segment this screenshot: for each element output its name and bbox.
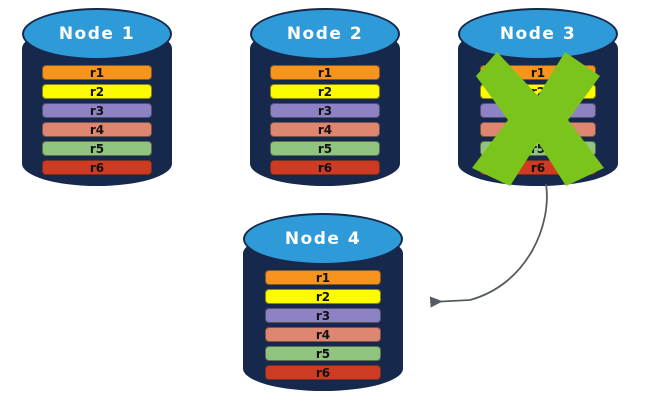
node-2-row-r5[interactable]: r5	[270, 141, 380, 156]
node-2-row-r3[interactable]: r3	[270, 103, 380, 118]
node-1-row-r3[interactable]: r3	[42, 103, 152, 118]
node-2-rows: r1 r2 r3 r4 r5 r6	[250, 65, 400, 175]
node-2-row-r4[interactable]: r4	[270, 122, 380, 137]
node-2[interactable]: Node 2 r1 r2 r3 r4 r5 r6	[250, 8, 400, 186]
node-3-rows: r1 r2 r3 r4 r5 r6	[458, 65, 618, 175]
node-4-row-r5[interactable]: r5	[264, 346, 382, 361]
node-3-row-r3[interactable]: r3	[479, 103, 597, 118]
node-2-cylinder-top	[250, 8, 400, 60]
node-3-row-r2[interactable]: r2	[479, 84, 597, 99]
node-4-row-r4[interactable]: r4	[264, 327, 382, 342]
node-1-row-r4[interactable]: r4	[42, 122, 152, 137]
node-1-row-r5[interactable]: r5	[42, 141, 152, 156]
node-4-row-r6[interactable]: r6	[264, 365, 382, 380]
node-3-row-r5[interactable]: r5	[479, 141, 597, 156]
node-3-row-r6[interactable]: r6	[479, 160, 597, 175]
node-3-row-r4[interactable]: r4	[479, 122, 597, 137]
node-4-row-r1[interactable]: r1	[264, 270, 382, 285]
node-4-rows: r1 r2 r3 r4 r5 r6	[243, 270, 403, 380]
node-1-row-r1[interactable]: r1	[42, 65, 152, 80]
node-4-row-r2[interactable]: r2	[264, 289, 382, 304]
node-1-cylinder-top	[22, 8, 172, 60]
node-3-row-r1[interactable]: r1	[479, 65, 597, 80]
node-1-label: Node 1	[58, 24, 136, 44]
node-4-label: Node 4	[284, 229, 362, 249]
node-1-rows: r1 r2 r3 r4 r5 r6	[22, 65, 172, 175]
node-4[interactable]: Node 4 r1 r2 r3 r4 r5 r6	[243, 213, 403, 391]
node-2-row-r1[interactable]: r1	[270, 65, 380, 80]
node-3-label: Node 3	[499, 24, 577, 44]
node-2-row-r6[interactable]: r6	[270, 160, 380, 175]
node-1[interactable]: Node 1 r1 r2 r3 r4 r5 r6	[22, 8, 172, 186]
node-4-cylinder-top	[243, 213, 403, 265]
node-1-row-r6[interactable]: r6	[42, 160, 152, 175]
node-2-row-r2[interactable]: r2	[270, 84, 380, 99]
node-2-label: Node 2	[286, 24, 364, 44]
node-4-row-r3[interactable]: r3	[264, 308, 382, 323]
node-3[interactable]: Node 3 r1 r2 r3 r4 r5 r6	[458, 8, 618, 186]
node-1-row-r2[interactable]: r2	[42, 84, 152, 99]
